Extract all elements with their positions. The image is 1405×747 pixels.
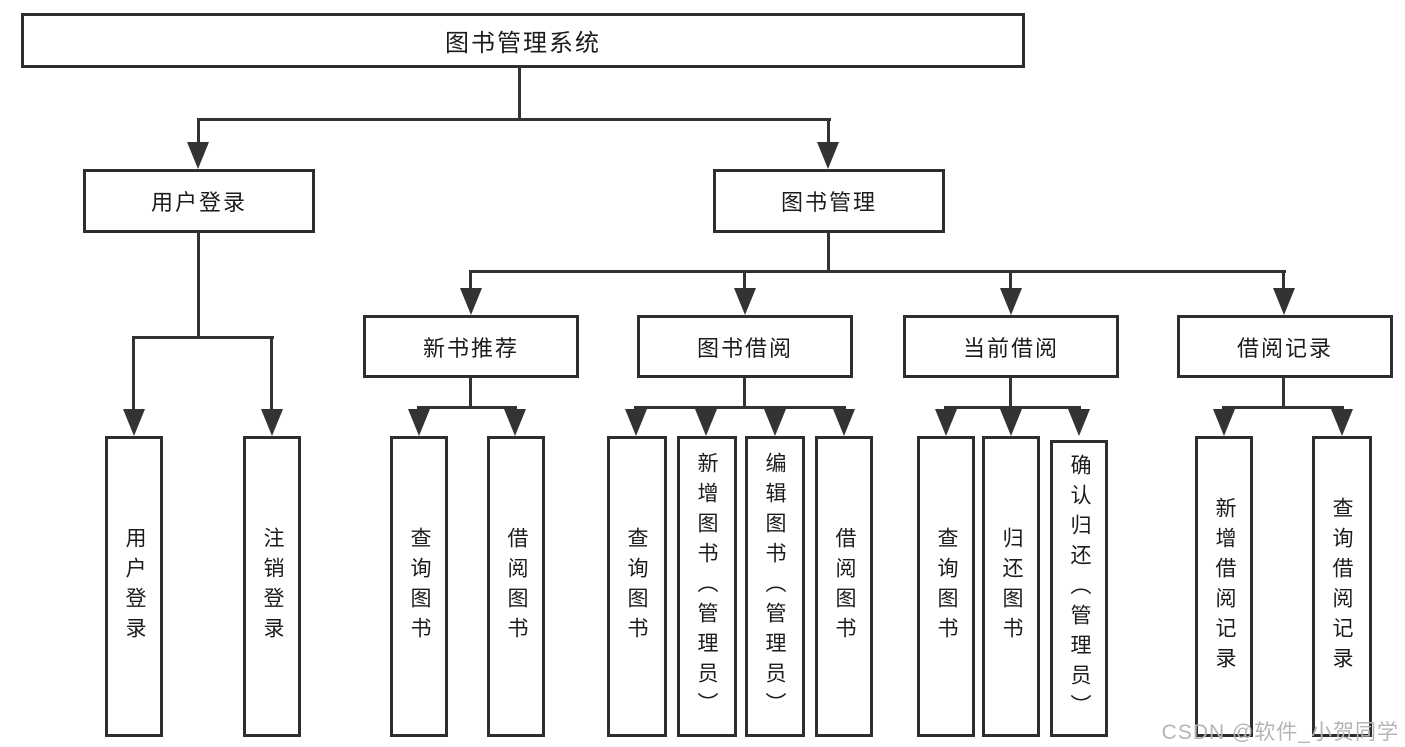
node-book-management: 图书管理 <box>713 169 945 233</box>
arrow-down-icon <box>460 288 482 315</box>
node-rec-query-books: 查询图书 <box>390 436 448 737</box>
arrow-down-icon <box>764 409 786 436</box>
node-cb-confirm-return-admin: 确认归还（管理员） <box>1050 440 1108 737</box>
arrow-down-icon <box>123 409 145 436</box>
node-br-add-record: 新增借阅记录 <box>1195 436 1253 737</box>
arrow-down-icon <box>935 409 957 436</box>
arrow-down-icon <box>1213 409 1235 436</box>
connector-stem-book-borrow <box>743 273 746 290</box>
node-book-borrowing: 图书借阅 <box>637 315 853 378</box>
connector-stem-book-management <box>827 121 830 144</box>
node-bb-add-books-admin: 新增图书（管理员） <box>677 436 737 737</box>
node-rec-borrow-books: 借阅图书 <box>487 436 545 737</box>
connector-records-vertical <box>1282 378 1285 409</box>
node-library-management-system: 图书管理系统 <box>21 13 1025 68</box>
connector-login-horizontal <box>132 336 274 339</box>
connector-stem-user-login-leaf <box>132 339 135 410</box>
connector-rec-vertical <box>469 378 472 409</box>
node-borrowing-records: 借阅记录 <box>1177 315 1393 378</box>
arrow-down-icon <box>817 142 839 169</box>
arrow-down-icon <box>1331 409 1353 436</box>
arrow-down-icon <box>833 409 855 436</box>
connector-current-vertical <box>1009 378 1012 409</box>
arrow-down-icon <box>187 142 209 169</box>
connector-stem-current-borrow <box>1009 273 1012 290</box>
connector-borrow-horizontal <box>634 406 846 409</box>
connector-root-vertical <box>518 68 521 121</box>
node-bb-edit-books-admin: 编辑图书（管理员） <box>745 436 805 737</box>
node-cb-query-books: 查询图书 <box>917 436 975 737</box>
arrow-down-icon <box>1273 288 1295 315</box>
arrow-down-icon <box>408 409 430 436</box>
arrow-down-icon <box>734 288 756 315</box>
connector-root-horizontal <box>197 118 831 121</box>
connector-stem-borrow-records <box>1282 273 1285 290</box>
connector-stem-logout-leaf <box>270 339 273 410</box>
connector-stem-user-login <box>197 121 200 144</box>
arrow-down-icon <box>695 409 717 436</box>
csdn-watermark: CSDN @软件_小贺同学 <box>1161 721 1399 744</box>
arrow-down-icon <box>1000 409 1022 436</box>
connector-rec-horizontal <box>417 406 517 409</box>
node-logout: 注销登录 <box>243 436 301 737</box>
connector-mgmt-vertical <box>827 233 830 273</box>
node-cb-return-books: 归还图书 <box>982 436 1040 737</box>
arrow-down-icon <box>261 409 283 436</box>
connector-borrow-vertical <box>743 378 746 409</box>
arrow-down-icon <box>1068 409 1090 436</box>
connector-current-horizontal <box>944 406 1081 409</box>
node-new-book-recommendation: 新书推荐 <box>363 315 579 378</box>
connector-stem-new-book-rec <box>469 273 472 290</box>
connector-records-horizontal <box>1222 406 1344 409</box>
connector-mgmt-horizontal <box>469 270 1286 273</box>
node-user-login: 用户登录 <box>105 436 163 737</box>
connector-login-vertical <box>197 233 200 339</box>
arrow-down-icon <box>1000 288 1022 315</box>
node-bb-query-books: 查询图书 <box>607 436 667 737</box>
node-current-borrowing: 当前借阅 <box>903 315 1119 378</box>
arrow-down-icon <box>625 409 647 436</box>
node-user-login-group: 用户登录 <box>83 169 315 233</box>
node-bb-borrow-books: 借阅图书 <box>815 436 873 737</box>
node-br-query-record: 查询借阅记录 <box>1312 436 1372 737</box>
arrow-down-icon <box>504 409 526 436</box>
